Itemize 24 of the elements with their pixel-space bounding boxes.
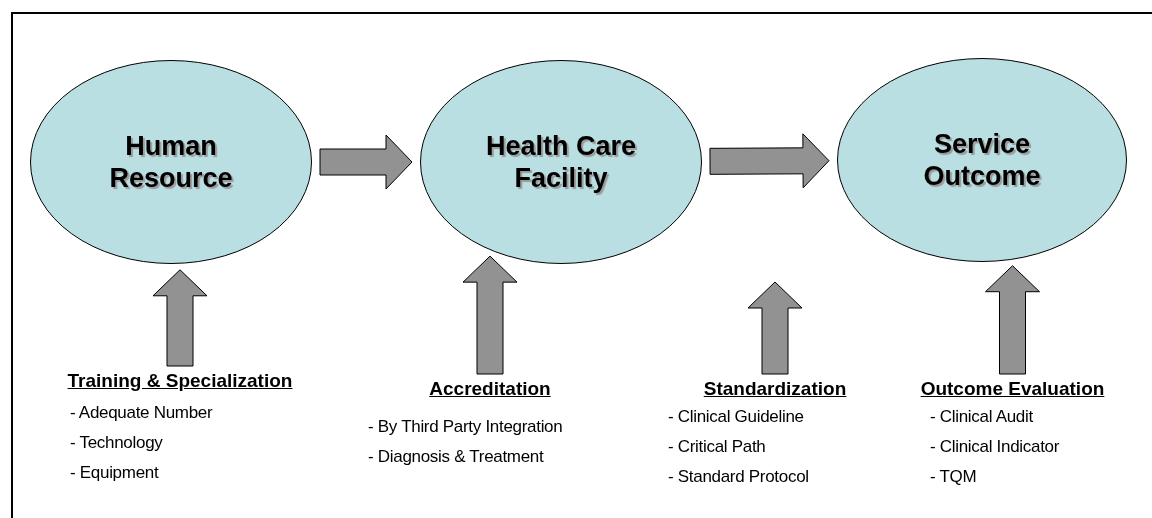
list-item: - Adequate Number: [69, 402, 213, 424]
section-heading: Standardization: [703, 378, 847, 400]
block-arrow: [747, 281, 803, 375]
list-item: - Diagnosis & Treatment: [367, 446, 544, 468]
block-arrow: [319, 134, 413, 190]
block-arrow: [709, 133, 830, 189]
list-item: - TQM: [929, 466, 977, 488]
list-item: - Technology: [69, 432, 163, 454]
block-arrow: [462, 255, 518, 375]
list-item: - Standard Protocol: [667, 466, 809, 488]
block-arrow: [985, 265, 1040, 375]
list-item: - Equipment: [69, 462, 159, 484]
node-title: Human Resource: [108, 129, 234, 195]
node-title: Service Outcome: [922, 127, 1042, 193]
list-item: - Clinical Indicator: [929, 436, 1060, 458]
list-item: - By Third Party Integration: [367, 416, 563, 438]
list-item: - Critical Path: [667, 436, 766, 458]
node-title: Health Care Facility: [484, 129, 638, 195]
section-heading: Accreditation: [429, 378, 551, 400]
section-heading: Training & Specialization: [67, 370, 293, 392]
list-item: - Clinical Audit: [929, 406, 1033, 428]
list-item: - Clinical Guideline: [667, 406, 804, 428]
section-heading: Outcome Evaluation: [920, 378, 1105, 400]
block-arrow: [152, 269, 208, 367]
